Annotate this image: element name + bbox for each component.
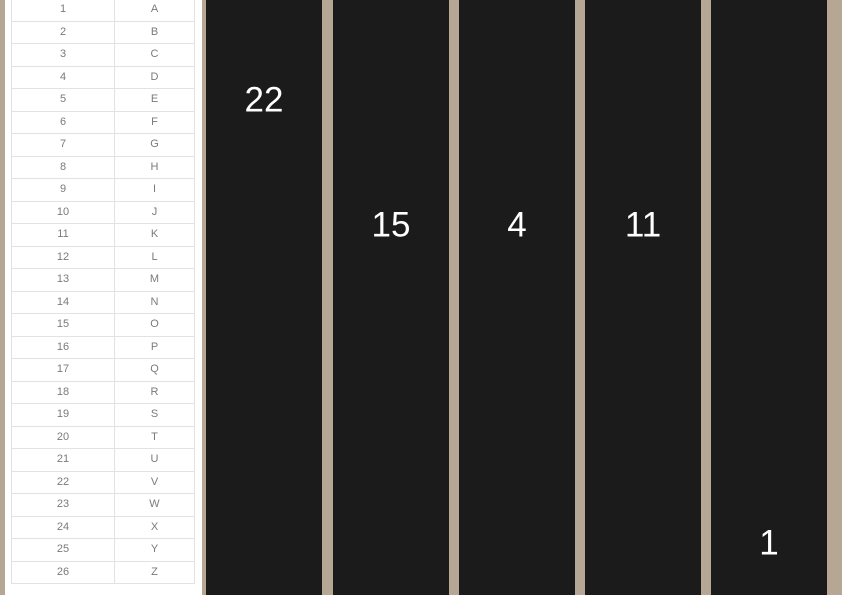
code-number: 11 xyxy=(624,205,662,245)
row-number-cell: 23 xyxy=(11,493,115,517)
row-number-cell: 20 xyxy=(11,425,115,449)
row-letter-cell: H xyxy=(114,155,195,179)
code-column-4: 11 xyxy=(585,0,701,595)
code-column-1: 22 xyxy=(206,0,322,595)
row-letter-cell: U xyxy=(114,448,195,472)
row-number-cell: 25 xyxy=(11,538,115,562)
row-letter-cell: F xyxy=(114,110,195,134)
row-number-cell: 1 xyxy=(11,0,115,22)
row-letter-cell: C xyxy=(114,43,195,67)
row-letter-cell: Q xyxy=(114,358,195,382)
row-letter-cell: D xyxy=(114,65,195,89)
row-number-cell: 3 xyxy=(11,43,115,67)
code-number: 15 xyxy=(371,205,411,245)
row-number-cell: 21 xyxy=(11,448,115,472)
row-letter-cell: J xyxy=(114,200,195,224)
row-letter-cell: L xyxy=(114,245,195,269)
row-number-cell: 19 xyxy=(11,403,115,427)
row-letter-cell: M xyxy=(114,268,195,292)
row-number-cell: 22 xyxy=(11,470,115,494)
code-number: 22 xyxy=(244,80,284,120)
row-number-cell: 5 xyxy=(11,88,115,112)
code-column-3: 4 xyxy=(459,0,575,595)
row-letter-cell: I xyxy=(114,178,195,202)
row-letter-cell: A xyxy=(114,0,195,22)
row-number-cell: 15 xyxy=(11,313,115,337)
row-number-cell: 9 xyxy=(11,178,115,202)
row-letter-cell: K xyxy=(114,223,195,247)
code-number: 1 xyxy=(759,523,779,563)
row-number-cell: 17 xyxy=(11,358,115,382)
row-letter-cell: G xyxy=(114,133,195,157)
row-letter-cell: Y xyxy=(114,538,195,562)
row-letter-cell: N xyxy=(114,290,195,314)
row-letter-cell: T xyxy=(114,425,195,449)
code-column-5: 1 xyxy=(711,0,827,595)
row-letter-cell: O xyxy=(114,313,195,337)
row-number-cell: 7 xyxy=(11,133,115,157)
row-letter-cell: X xyxy=(114,515,195,539)
row-number-cell: 11 xyxy=(11,223,115,247)
row-number-cell: 2 xyxy=(11,20,115,44)
row-number-cell: 4 xyxy=(11,65,115,89)
row-letter-cell: W xyxy=(114,493,195,517)
row-letter-cell: R xyxy=(114,380,195,404)
row-letter-cell: B xyxy=(114,20,195,44)
row-number-cell: 12 xyxy=(11,245,115,269)
row-number-cell: 10 xyxy=(11,200,115,224)
row-number-cell: 24 xyxy=(11,515,115,539)
row-number-cell: 8 xyxy=(11,155,115,179)
row-letter-cell: P xyxy=(114,335,195,359)
row-number-cell: 18 xyxy=(11,380,115,404)
row-letter-cell: S xyxy=(114,403,195,427)
row-number-cell: 26 xyxy=(11,560,115,584)
row-letter-cell: Z xyxy=(114,560,195,584)
code-number: 4 xyxy=(507,205,527,245)
row-number-cell: 14 xyxy=(11,290,115,314)
code-column-2: 15 xyxy=(333,0,449,595)
row-letter-cell: V xyxy=(114,470,195,494)
row-letter-cell: E xyxy=(114,88,195,112)
row-number-cell: 16 xyxy=(11,335,115,359)
row-number-cell: 6 xyxy=(11,110,115,134)
row-number-cell: 13 xyxy=(11,268,115,292)
